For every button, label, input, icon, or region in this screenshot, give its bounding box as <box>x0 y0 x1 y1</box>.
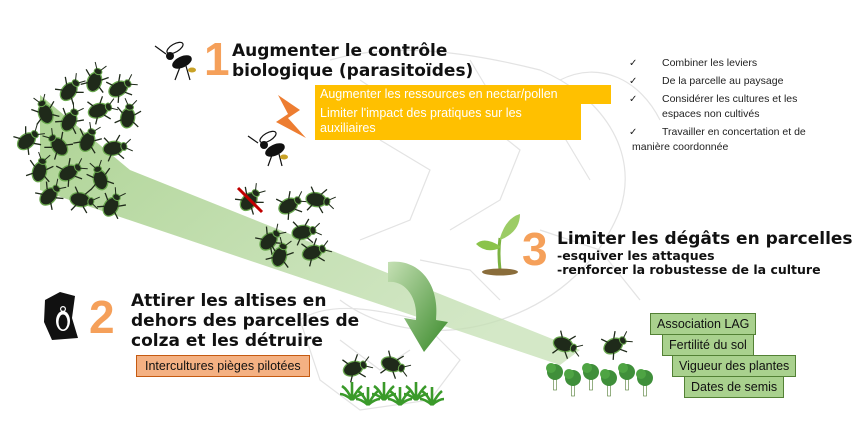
lever-3-sub-escape: -esquiver les attaques <box>557 248 715 263</box>
lever-1-number: 1 <box>204 33 230 85</box>
check-icon: ✓ <box>629 94 638 105</box>
sprout-icon <box>476 214 520 276</box>
lever-1-action-practices-line2: auxiliaires <box>320 121 376 135</box>
lever-2-title-line3: colza et les détruire <box>131 331 323 351</box>
lever-2-action-trap-crops: Intercultures pièges pilotées <box>136 355 310 377</box>
lever-1-title-line2: biologique (parasitoïdes) <box>232 61 474 81</box>
weevil-silhouette-icon <box>44 292 78 340</box>
lever-1-action-nectar: Augmenter les ressources en nectar/polle… <box>315 85 611 104</box>
lever-3-action-association: Association LAG <box>650 313 757 335</box>
principle-item: ✓Combiner les leviers <box>629 57 758 69</box>
check-icon: ✓ <box>629 58 638 69</box>
lever-2-title-line1: Attirer les altises en <box>131 291 327 311</box>
crossed-beetle-icon <box>232 178 271 218</box>
lever-3-action-vigour: Vigueur des plantes <box>672 355 797 377</box>
lever-2-title-line2: dehors des parcelles de <box>131 311 360 331</box>
lever-2-number: 2 <box>89 291 115 343</box>
lever-3-action-soil: Fertilité du sol <box>662 334 754 356</box>
principle-item: ✓De la parcelle au paysage <box>629 75 784 87</box>
curved-arrow-icon <box>388 261 448 352</box>
trees-icon <box>545 362 654 397</box>
lever-1-title-line1: Augmenter le contrôle <box>232 41 448 61</box>
lever-3-title: Limiter les dégâts en parcelles <box>557 229 853 249</box>
lever-3-action-sowing: Dates de semis <box>684 376 785 398</box>
trap-crop-icon <box>338 380 446 407</box>
lightning-icon <box>276 95 306 138</box>
principles-checklist: ✓Combiner les leviers ✓De la parcelle au… <box>626 56 848 158</box>
lever-3-sub-robustness: -renforcer la robustesse de la culture <box>557 262 821 277</box>
check-icon: ✓ <box>629 76 638 87</box>
parasitoid-wasp-icon <box>154 41 288 167</box>
lever-1-action-practices-line1: Limiter l'impact des pratiques sur les <box>320 106 522 120</box>
lever-1-action-practices: Limiter l'impact des pratiques sur les a… <box>315 104 581 140</box>
check-icon: ✓ <box>629 127 638 138</box>
lever-3-number: 3 <box>522 223 548 275</box>
beam-shape <box>40 95 580 365</box>
